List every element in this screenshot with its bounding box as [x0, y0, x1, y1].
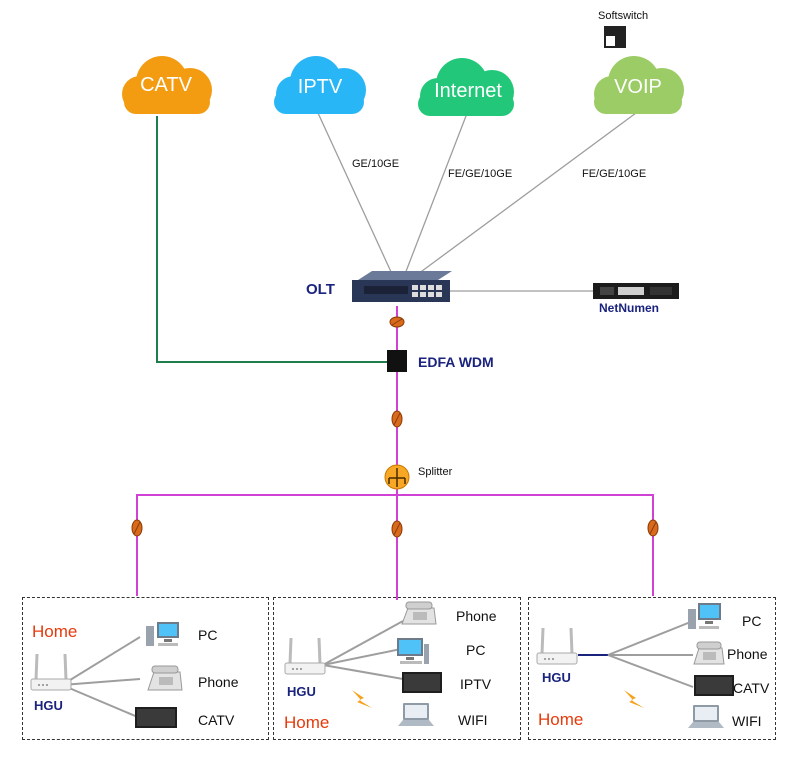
edfa-label: EDFA WDM — [418, 354, 494, 370]
internet-cloud: Internet — [410, 52, 522, 120]
router-icon — [284, 637, 326, 675]
iptv-label: IPTV — [297, 76, 343, 98]
phone-icon — [401, 601, 437, 625]
home-label: Home — [284, 713, 330, 732]
phone-icon — [147, 665, 183, 691]
softswitch-icon — [604, 26, 626, 48]
device-label: Phone — [727, 646, 768, 662]
device-label: CATV — [198, 712, 235, 728]
fiber-connector — [389, 316, 405, 328]
voip-cloud: VOIP — [584, 50, 692, 118]
pc-icon — [397, 638, 429, 664]
home-1-lines — [61, 636, 141, 719]
netnumen-server — [593, 283, 679, 299]
home-box-1 — [22, 597, 269, 740]
phone-icon — [693, 641, 725, 665]
laptop-icon — [688, 705, 724, 728]
cloud-icon — [418, 58, 514, 116]
olt-device — [352, 271, 452, 302]
internet-label: Internet — [434, 80, 502, 102]
cloud-icon — [594, 56, 684, 114]
catv-line — [156, 116, 388, 363]
edfa-box — [387, 350, 407, 372]
iptv-link — [317, 112, 393, 275]
device-label: CATV — [733, 680, 770, 696]
device-label: WIFI — [732, 713, 762, 729]
catv-cloud: CATV — [112, 50, 220, 118]
home-3-lines — [578, 620, 694, 688]
pc-icon — [146, 622, 179, 646]
iptv-link-label: GE/10GE — [352, 158, 400, 170]
home-2-lines — [322, 620, 404, 680]
hgu-label: HGU — [287, 684, 316, 699]
device-label: Phone — [456, 608, 497, 624]
fiber-connector — [131, 519, 143, 537]
internet-link-label: FE/GE/10GE — [448, 168, 513, 180]
home-box-3 — [528, 597, 776, 740]
device-label: WIFI — [458, 712, 488, 728]
hgu-label: HGU — [542, 670, 571, 685]
splitter-label: Splitter — [418, 466, 453, 478]
home-box-2 — [273, 597, 521, 740]
fiber-connector — [391, 520, 403, 538]
fiber-connector — [391, 410, 403, 428]
internet-link — [404, 115, 467, 275]
device-label: PC — [466, 642, 486, 658]
voip-link — [417, 112, 637, 275]
fiber-bus — [136, 494, 654, 596]
router-icon — [536, 627, 578, 665]
device-label: IPTV — [460, 676, 492, 692]
iptv-cloud: IPTV — [266, 50, 374, 118]
voip-link-label: FE/GE/10GE — [582, 168, 647, 180]
voip-label: VOIP — [614, 76, 662, 98]
router-icon — [30, 653, 72, 691]
cloud-icon — [274, 56, 366, 114]
catv-label: CATV — [140, 74, 192, 96]
home-label: Home — [538, 710, 584, 729]
softswitch-label: Softswitch — [598, 10, 649, 22]
device-label: PC — [742, 613, 762, 629]
pc-icon — [688, 603, 721, 629]
netnumen-label: NetNumen — [599, 301, 660, 315]
hgu-label: HGU — [34, 698, 63, 713]
splitter-icon — [384, 464, 410, 490]
olt-label: OLT — [306, 281, 335, 298]
device-label: PC — [198, 627, 218, 643]
device-label: Phone — [198, 674, 239, 690]
laptop-icon — [398, 703, 434, 726]
home-label: Home — [32, 622, 78, 641]
tv-icon — [135, 707, 177, 728]
wifi-signal-icon — [624, 690, 644, 708]
cloud-icon — [122, 56, 212, 114]
tv-icon — [694, 675, 734, 696]
fiber-connector — [647, 519, 659, 537]
tv-icon — [402, 672, 442, 693]
wifi-signal-icon — [352, 690, 372, 708]
